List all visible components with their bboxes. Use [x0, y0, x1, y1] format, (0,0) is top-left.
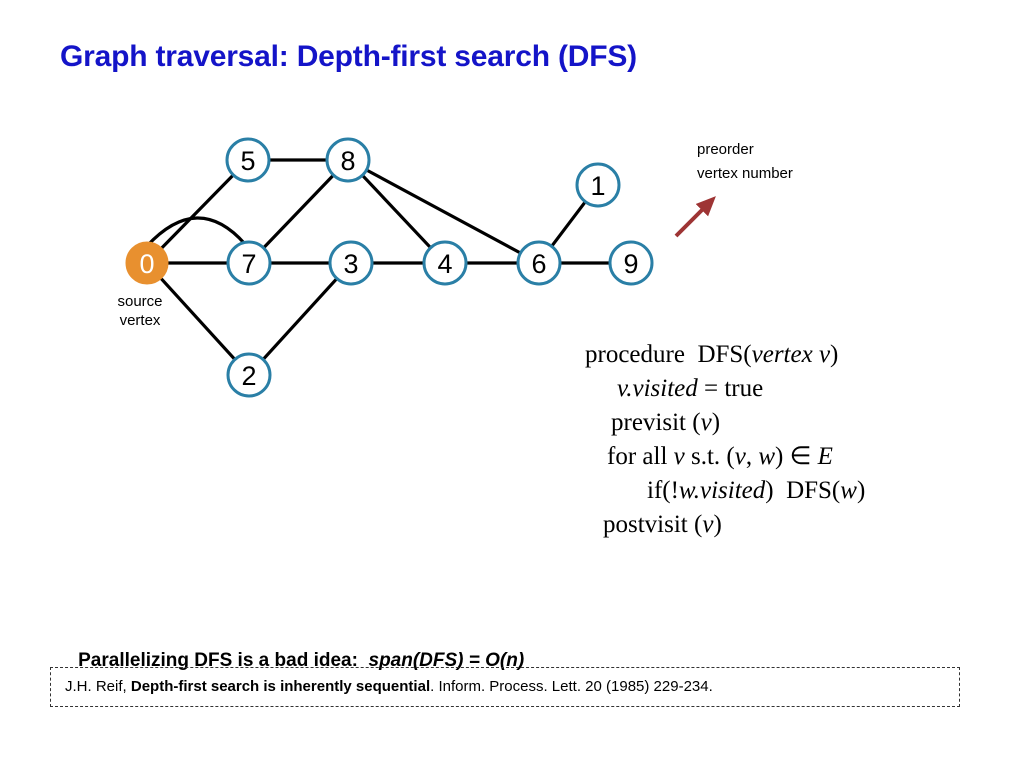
graph-node-circle: [608, 240, 654, 286]
graph-node-2[interactable]: 2: [226, 352, 272, 398]
graph-figure: 0 5 8 1 7 3 4 6 9 2 source vertex: [0, 0, 700, 430]
preorder-arrow-icon: [674, 196, 716, 238]
graph-node-label: 4: [437, 249, 452, 279]
graph-edge: [549, 199, 588, 249]
graph-node-label: 6: [531, 249, 546, 279]
graph-node-circle: [575, 162, 621, 208]
graph-edge: [364, 167, 523, 256]
graph-node-6[interactable]: 6: [516, 240, 562, 286]
graph-node-circle: [325, 137, 371, 183]
graph-node-circle: [516, 240, 562, 286]
graph-node-label: 7: [241, 249, 256, 279]
bottom-statement: Parallelizing DFS is a bad idea: span(DF…: [57, 628, 524, 694]
pseudocode-line-3: previsit (v): [611, 409, 721, 436]
graph-node-label: 5: [240, 146, 255, 176]
bottom-statement-emphasis: span(DFS) = O(n): [368, 650, 525, 671]
graph-node-label: 8: [340, 146, 355, 176]
graph-edge: [158, 276, 238, 362]
graph-node-5[interactable]: 5: [225, 137, 271, 183]
graph-edge: [261, 172, 336, 251]
graph-node-8[interactable]: 8: [325, 137, 371, 183]
citation-text: J.H. Reif, Depth-first search is inheren…: [65, 678, 713, 695]
graph-node-1[interactable]: 1: [575, 162, 621, 208]
preorder-vertex-number-annotation: preorder vertex number: [697, 141, 793, 182]
graph-node-label: 0: [139, 249, 154, 279]
bottom-statement-plain: Parallelizing DFS is a bad idea:: [78, 650, 369, 671]
pseudocode-line-1: procedure DFS(vertex v): [585, 341, 839, 368]
graph-edge: [260, 276, 340, 362]
citation-box: J.H. Reif, Depth-first search is inheren…: [50, 667, 960, 707]
graph-node-circle: [225, 137, 271, 183]
graph-node-circle: [125, 241, 169, 285]
pseudocode-line-5: if(!w.visited) DFS(w): [647, 477, 866, 504]
pseudocode-line-4: for all v s.t. (v, w) ∈ E: [607, 443, 833, 470]
graph-edge: [159, 172, 236, 251]
graph-diagram-svg: 0 5 8 1 7 3 4 6 9 2: [125, 137, 654, 398]
graph-node-3[interactable]: 3: [328, 240, 374, 286]
pseudocode-line-6: postvisit (v): [603, 511, 722, 538]
page-title: Graph traversal: Depth-first search (DFS…: [60, 40, 637, 73]
graph-node-circle: [422, 240, 468, 286]
graph-node-circle: [328, 240, 374, 286]
graph-edge: [145, 216, 247, 248]
graph-node-label: 1: [590, 171, 605, 201]
graph-edges-layer: [145, 158, 613, 362]
pseudocode-line-2: v.visited = true: [617, 375, 764, 402]
graph-node-label: 9: [623, 249, 638, 279]
graph-node-7[interactable]: 7: [226, 240, 272, 286]
graph-node-label: 3: [343, 249, 358, 279]
graph-nodes-layer: 0 5 8 1 7 3 4 6 9 2: [125, 137, 654, 398]
graph-node-circle: [226, 352, 272, 398]
graph-node-9[interactable]: 9: [608, 240, 654, 286]
graph-edge: [360, 172, 433, 251]
source-vertex-annotation: source vertex: [117, 293, 163, 329]
graph-node-0[interactable]: 0: [125, 241, 169, 285]
graph-node-4[interactable]: 4: [422, 240, 468, 286]
graph-node-label: 2: [241, 361, 256, 391]
dfs-pseudocode: procedure DFS(vertex v) v.visited = true…: [585, 338, 1015, 542]
graph-node-circle: [226, 240, 272, 286]
